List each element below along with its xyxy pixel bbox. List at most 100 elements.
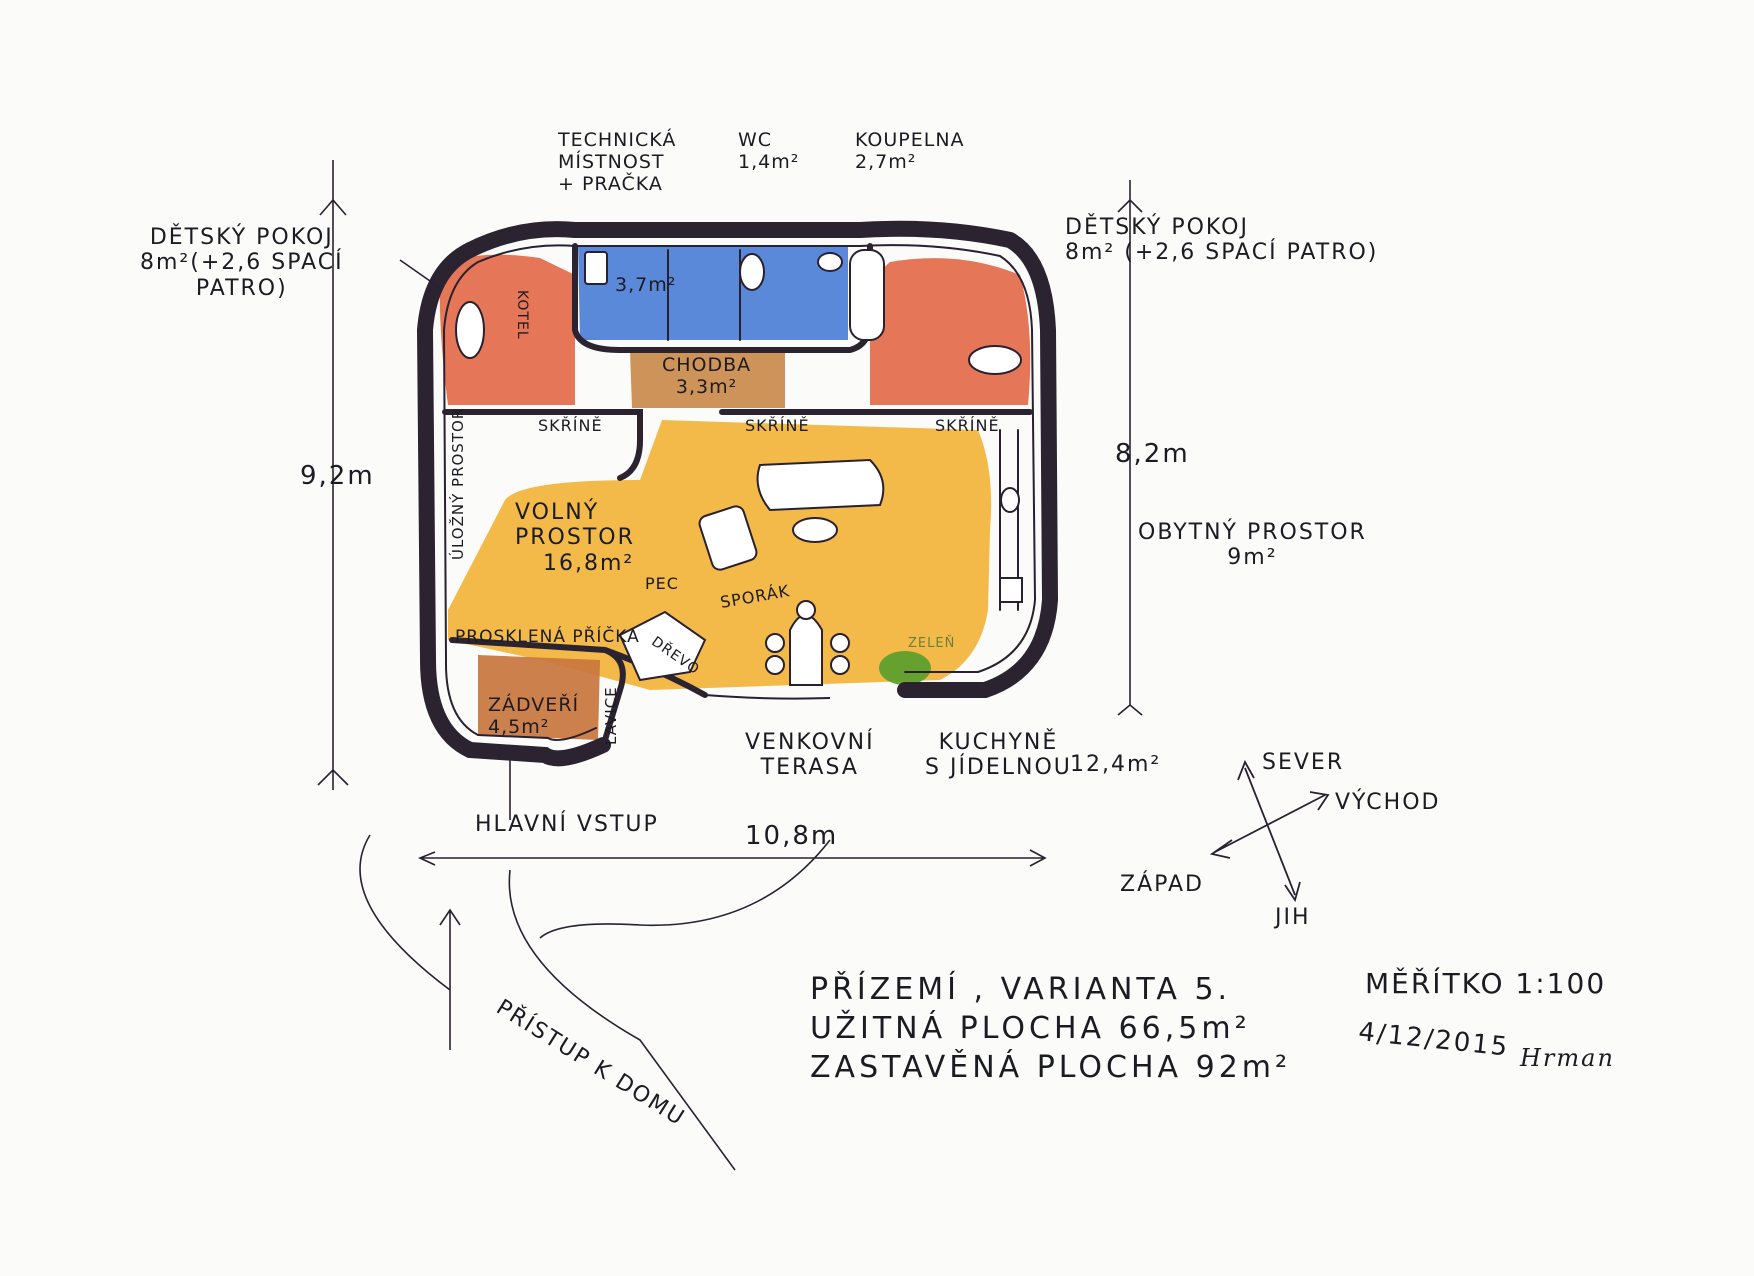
technical-room-label: TECHNICKÁ MÍSTNOST + PRAČKA xyxy=(558,129,677,196)
technical-line1: TECHNICKÁ xyxy=(558,129,677,151)
living-space-label: OBYTNÝ PROSTOR 9m² xyxy=(1138,520,1367,571)
compass-rose xyxy=(1209,759,1330,903)
scale-label: MĚŘÍTKO 1:100 xyxy=(1365,967,1607,1000)
chair-5 xyxy=(796,600,816,620)
kids-left-line1: DĚTSKÝ POKOJ xyxy=(149,225,334,250)
kitchen-sink xyxy=(1000,487,1020,513)
chair-4 xyxy=(830,655,850,675)
label-leader-kids-left xyxy=(399,259,441,289)
bench-label: LAVICE xyxy=(602,686,620,745)
compass-east: VÝCHOD xyxy=(1335,790,1441,815)
kids-right-line1: DĚTSKÝ POKOJ xyxy=(1065,215,1249,240)
terrace-line2: TERASA xyxy=(760,755,859,781)
technical-line3: + PRAČKA xyxy=(558,172,663,195)
kids-left-line2: 8m²(+2,6 SPACÍ xyxy=(140,250,344,276)
corridor-label: CHODBA 3,3m² xyxy=(662,354,752,399)
wc-label: WC 1,4m² xyxy=(738,129,800,174)
kitchen-label: KUCHYNĚ S JÍDELNOU xyxy=(925,730,1072,781)
bathtub xyxy=(849,249,885,341)
footer-summary: PŘÍZEMÍ , VARIANTA 5. UŽITNÁ PLOCHA 66,5… xyxy=(810,970,1291,1087)
chair-3 xyxy=(830,633,850,653)
cooktop xyxy=(999,577,1023,603)
dim-width: 10,8m xyxy=(745,821,839,851)
access-path xyxy=(359,834,831,1171)
compass-south: JIH xyxy=(1275,905,1311,930)
kitchen-line1: KUCHYNĚ xyxy=(938,730,1059,755)
terrace-label: VENKOVNÍ TERASA xyxy=(745,730,875,781)
washing-machine xyxy=(584,251,608,285)
wardrobe-label-right: SKŘÍNĚ xyxy=(935,416,1000,435)
kids-left-line3: PATRO) xyxy=(195,275,288,301)
wc-bowl xyxy=(739,253,765,291)
bathroom-area: 2,7m² xyxy=(855,150,917,173)
coffee-table xyxy=(792,517,838,543)
corridor-area: 3,3m² xyxy=(675,375,738,398)
compass-north: SEVER xyxy=(1262,750,1345,775)
dining-table xyxy=(789,614,823,686)
dim-left-height: 9,2m xyxy=(300,461,375,491)
kids-right-line2: 8m² (+2,6 SPACÍ PATRO) xyxy=(1065,240,1379,266)
access-arrow xyxy=(439,908,461,1050)
free-space-line2: PROSTOR xyxy=(515,525,635,551)
storage-label: ÚLOŽNÝ PROSTOR xyxy=(449,407,467,560)
footer-line3: ZASTAVĚNÁ PLOCHA 92m² xyxy=(810,1050,1292,1085)
kitchen-line2: S JÍDELNOU xyxy=(925,755,1072,781)
entry-hall-fill xyxy=(478,655,600,740)
chair-2 xyxy=(765,655,785,675)
free-space-line1: VOLNÝ xyxy=(515,500,600,525)
dim-width-horizontal xyxy=(417,849,1047,867)
compass-ew-line xyxy=(1209,791,1330,859)
outer-wall-inner-line xyxy=(442,244,1037,741)
bed-left-pillow xyxy=(455,301,485,359)
living-space-line1: OBYTNÝ PROSTOR xyxy=(1138,520,1367,545)
armchair xyxy=(698,505,758,571)
outer-wall xyxy=(416,220,1059,767)
furniture xyxy=(455,249,1023,700)
greenery-patch xyxy=(879,651,931,685)
living-space-line2: 9m² xyxy=(1227,545,1278,571)
entry-hall-label: ZÁDVEŘÍ 4,5m² xyxy=(488,694,580,739)
footer-line2: UŽITNÁ PLOCHA 66,5m² xyxy=(810,1011,1251,1046)
corridor-fill xyxy=(630,350,785,408)
wardrobe-label-left: SKŘÍNĚ xyxy=(538,416,603,435)
terrace-curve xyxy=(704,694,831,700)
dim-left-vertical xyxy=(317,160,349,790)
kids-room-left-fill xyxy=(439,254,575,405)
compass-ns-line xyxy=(1237,759,1301,903)
dimension-lines xyxy=(317,160,1143,1171)
sink xyxy=(817,252,843,272)
kids-room-left-label: DĚTSKÝ POKOJ 8m²(+2,6 SPACÍ PATRO) xyxy=(140,225,344,301)
signature: Hrman xyxy=(1520,1044,1615,1072)
chair-1 xyxy=(765,633,785,653)
kids-room-right-label: DĚTSKÝ POKOJ 8m² (+2,6 SPACÍ PATRO) xyxy=(1065,215,1378,266)
dim-right-vertical xyxy=(1117,180,1143,716)
footer-line1: PŘÍZEMÍ , VARIANTA 5. xyxy=(810,972,1232,1007)
corridor-name: CHODBA xyxy=(662,354,752,376)
bed-right-pillow xyxy=(968,345,1022,375)
partition-wardrobe-row xyxy=(442,409,1033,481)
technical-line2: MÍSTNOST xyxy=(558,150,665,173)
wc-area: 1,4m² xyxy=(738,150,800,173)
kitchen-area: 12,4m² xyxy=(1070,752,1162,777)
free-space-label: VOLNÝ PROSTOR 16,8m² xyxy=(515,500,635,576)
dim-right-height: 8,2m xyxy=(1115,439,1190,469)
boiler-label: KOTEL xyxy=(514,290,530,340)
stove-wood-heater xyxy=(618,610,707,682)
entry-hall-name: ZÁDVEŘÍ xyxy=(488,694,580,716)
entry-hall-area: 4,5m² xyxy=(488,715,550,738)
terrace-line1: VENKOVNÍ xyxy=(745,730,875,755)
main-entrance-label: HLAVNÍ VSTUP xyxy=(475,812,659,837)
technical-room-area: 3,7m² xyxy=(615,274,677,296)
stove-label: PEC xyxy=(645,574,679,593)
sofa xyxy=(756,458,885,512)
wardrobe-label-middle: SKŘÍNĚ xyxy=(745,416,810,435)
bathroom-label: KOUPELNA 2,7m² xyxy=(855,129,965,174)
bathroom-name: KOUPELNA xyxy=(855,129,965,151)
compass-west: ZÁPAD xyxy=(1120,872,1204,897)
kids-room-right-fill xyxy=(870,258,1031,405)
glass-partition-label: PROSKLENÁ PŘÍČKA xyxy=(455,627,640,647)
wc-name: WC xyxy=(738,129,773,151)
free-space-area: 16,8m² xyxy=(543,550,635,576)
bathroom-block-fill xyxy=(578,245,848,340)
